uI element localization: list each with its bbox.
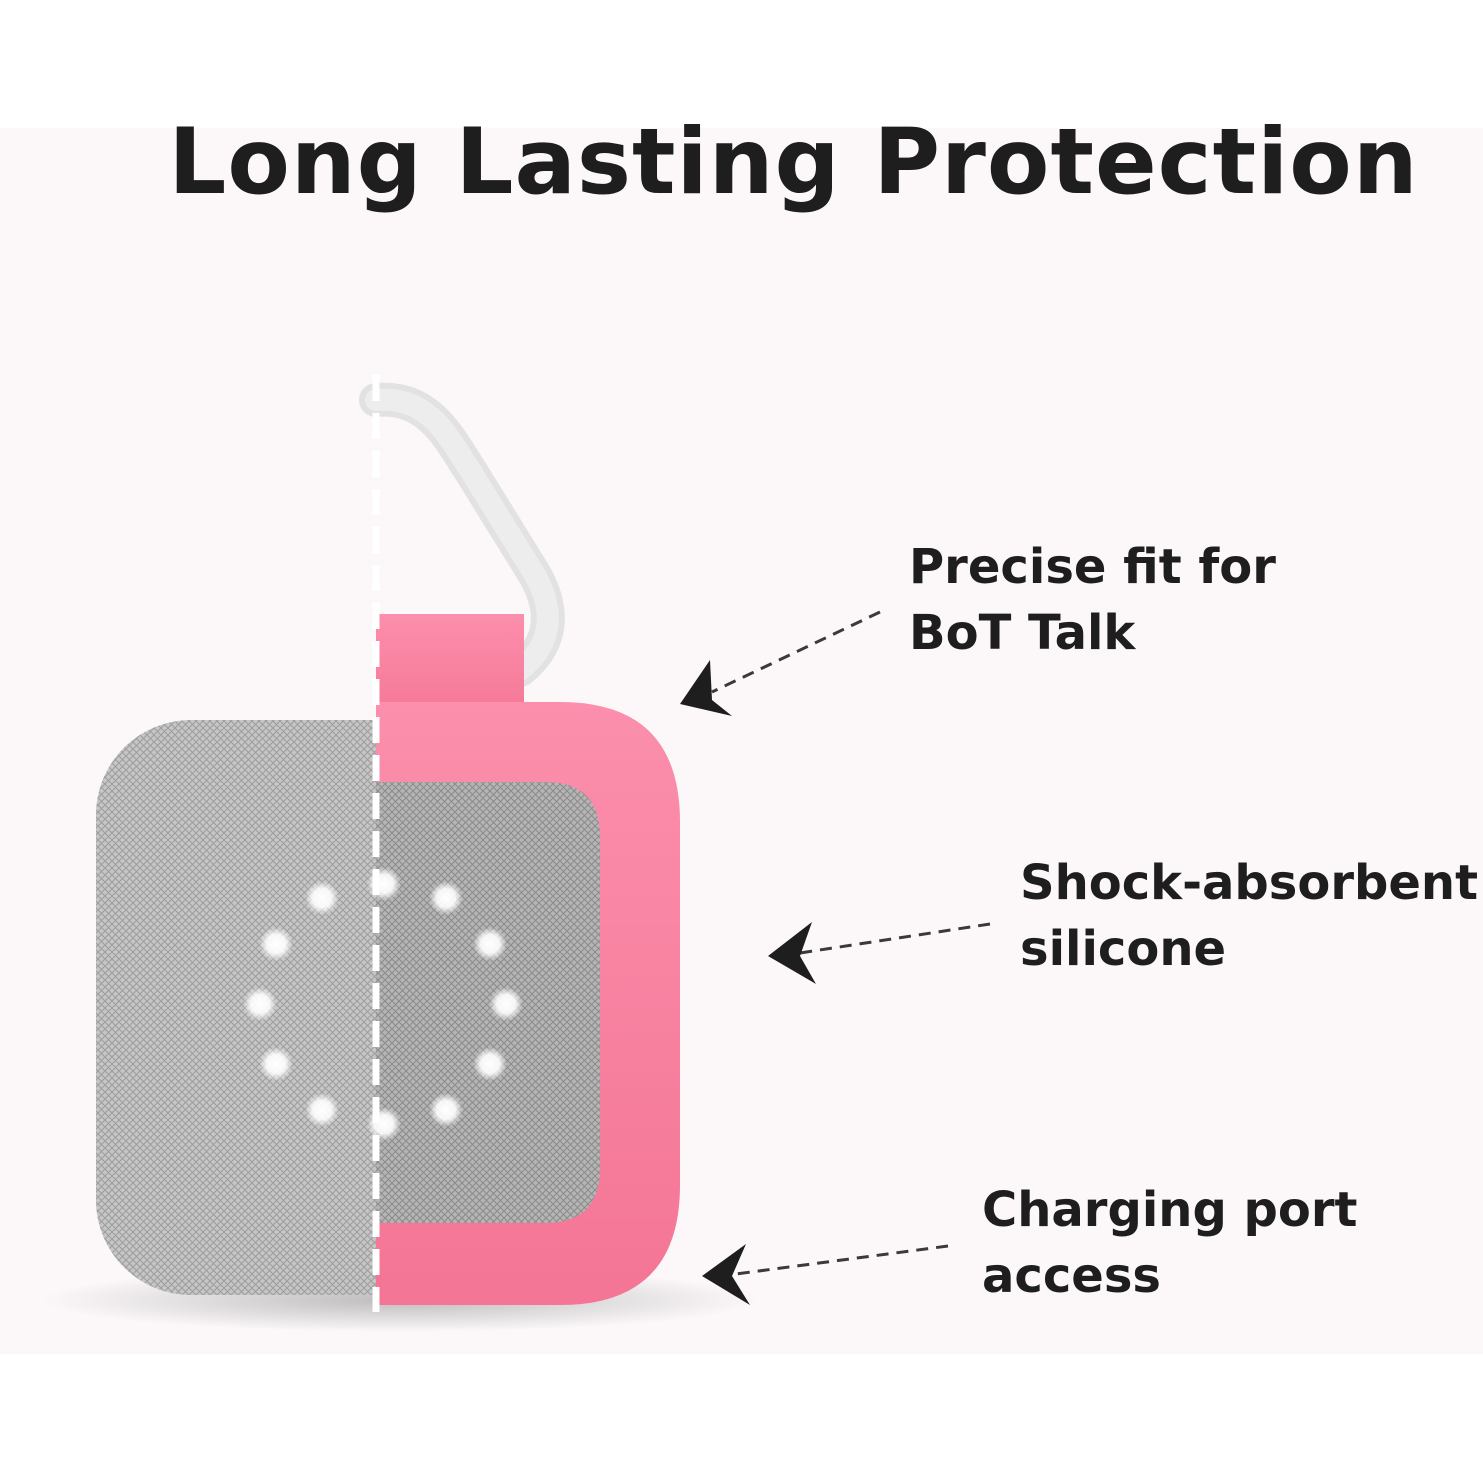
arrow-port-icon [702, 1244, 949, 1305]
silicone-case [376, 614, 680, 1305]
page-title: Long Lasting Protection [168, 110, 1419, 215]
callout-line: Shock-absorbent [1020, 855, 1479, 911]
callout-line: BoT Talk [909, 605, 1136, 661]
arrow-fit-icon [680, 610, 881, 716]
callout-line: access [982, 1248, 1161, 1304]
arrow-shock-icon [768, 922, 991, 984]
led-ring [243, 867, 523, 1141]
callout-precise-fit: Precise fit for BoT Talk [909, 534, 1276, 666]
callout-line: Precise fit for [909, 539, 1276, 595]
callout-line: Charging port [982, 1182, 1358, 1238]
callout-shock-absorbent: Shock-absorbent silicone [1020, 850, 1478, 982]
bare-speaker [96, 720, 376, 1295]
case-window [376, 782, 600, 1223]
callout-charging-port: Charging port access [982, 1177, 1357, 1309]
callout-line: silicone [1020, 921, 1227, 977]
